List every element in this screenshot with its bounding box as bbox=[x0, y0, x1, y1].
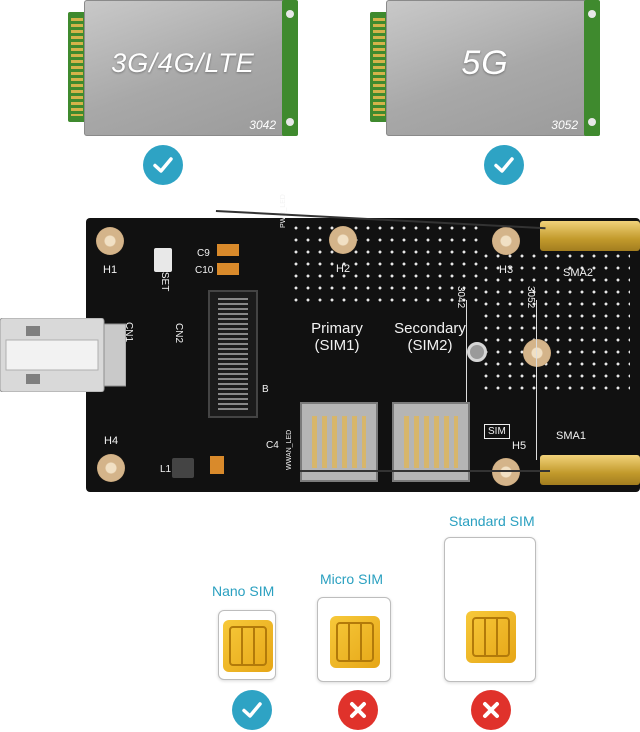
sma-connector-bottom bbox=[540, 455, 640, 485]
reset-button bbox=[154, 248, 172, 272]
sim-label-nano: Nano SIM bbox=[212, 583, 275, 599]
sim-chip bbox=[466, 611, 516, 663]
standoff bbox=[467, 342, 487, 362]
sim2-holder bbox=[392, 402, 470, 482]
key-b-label: B bbox=[262, 384, 269, 395]
mounting-hole bbox=[97, 454, 125, 482]
sim-tag: SIM bbox=[484, 424, 510, 439]
secondary-sub: (SIM2) bbox=[407, 337, 453, 354]
c4-label: C4 bbox=[266, 440, 279, 451]
inductor bbox=[172, 458, 194, 478]
module-edge-connector bbox=[68, 12, 86, 122]
mounting-hole bbox=[492, 227, 520, 255]
primary-label: Primary (SIM1) bbox=[300, 320, 374, 354]
board-vias bbox=[480, 250, 630, 390]
l1-label: L1 bbox=[160, 464, 172, 475]
module-shield bbox=[386, 0, 588, 136]
mounting-hole bbox=[329, 226, 357, 254]
secondary-label: Secondary (SIM2) bbox=[385, 320, 475, 354]
module-pcb-tab bbox=[282, 0, 298, 136]
hole-label-h2: H2 bbox=[336, 263, 351, 275]
slot-3042-label: 3042 bbox=[455, 286, 466, 309]
primary-title: Primary bbox=[311, 320, 363, 337]
module-label: 5G bbox=[461, 44, 509, 82]
mounting-hole bbox=[492, 458, 520, 486]
cn2-label: CN2 bbox=[173, 323, 184, 344]
cross-icon bbox=[338, 690, 378, 730]
slot-3052-label: 3052 bbox=[525, 286, 536, 309]
sma-connector-top bbox=[540, 221, 640, 251]
micro-sim-card bbox=[317, 597, 391, 682]
sma2-label: SMA2 bbox=[563, 267, 593, 279]
m2-slot bbox=[208, 290, 258, 418]
cross-icon bbox=[471, 690, 511, 730]
nano-sim-card bbox=[218, 610, 276, 680]
module-pcb-tab bbox=[584, 0, 600, 136]
usb-connector bbox=[0, 317, 127, 393]
sim-chip bbox=[330, 616, 380, 668]
check-icon bbox=[232, 690, 272, 730]
sim1-holder bbox=[300, 402, 378, 482]
slot-divider bbox=[466, 300, 467, 460]
hole-label-h3: H3 bbox=[499, 264, 514, 276]
module-3g-4g-lte: 3G/4G/LTE 3042 bbox=[68, 0, 298, 136]
module-shield bbox=[84, 0, 286, 136]
c10-label: C10 bbox=[195, 265, 214, 276]
hole-label-h1: H1 bbox=[103, 264, 118, 276]
pwr-led-label: PWR_LED bbox=[280, 194, 287, 228]
antenna-cable bbox=[300, 470, 550, 472]
module-size: 3042 bbox=[249, 118, 276, 132]
capacitor bbox=[210, 456, 224, 474]
module-edge-connector bbox=[370, 12, 388, 122]
secondary-title: Secondary bbox=[394, 320, 466, 337]
hole-label-h4: H4 bbox=[104, 435, 119, 447]
hole-label-h5: H5 bbox=[512, 440, 527, 452]
slot-divider bbox=[536, 300, 537, 460]
wwan-led-label: WWAN_LED bbox=[286, 429, 293, 470]
module-size: 3052 bbox=[551, 118, 578, 132]
mounting-hole bbox=[523, 339, 551, 367]
check-icon bbox=[143, 145, 183, 185]
board-vias bbox=[290, 222, 480, 302]
standard-sim-card bbox=[444, 537, 536, 682]
capacitor bbox=[217, 244, 239, 256]
c9-label: C9 bbox=[197, 248, 210, 259]
sma1-label: SMA1 bbox=[556, 430, 586, 442]
module-label: 3G/4G/LTE bbox=[111, 48, 255, 78]
sim-label-standard: Standard SIM bbox=[449, 513, 535, 529]
sim-chip bbox=[223, 620, 273, 672]
primary-sub: (SIM1) bbox=[314, 337, 360, 354]
capacitor bbox=[217, 263, 239, 275]
check-icon bbox=[484, 145, 524, 185]
module-5g: 5G 3052 bbox=[370, 0, 600, 136]
sim-label-micro: Micro SIM bbox=[320, 571, 383, 587]
mounting-hole bbox=[96, 227, 124, 255]
